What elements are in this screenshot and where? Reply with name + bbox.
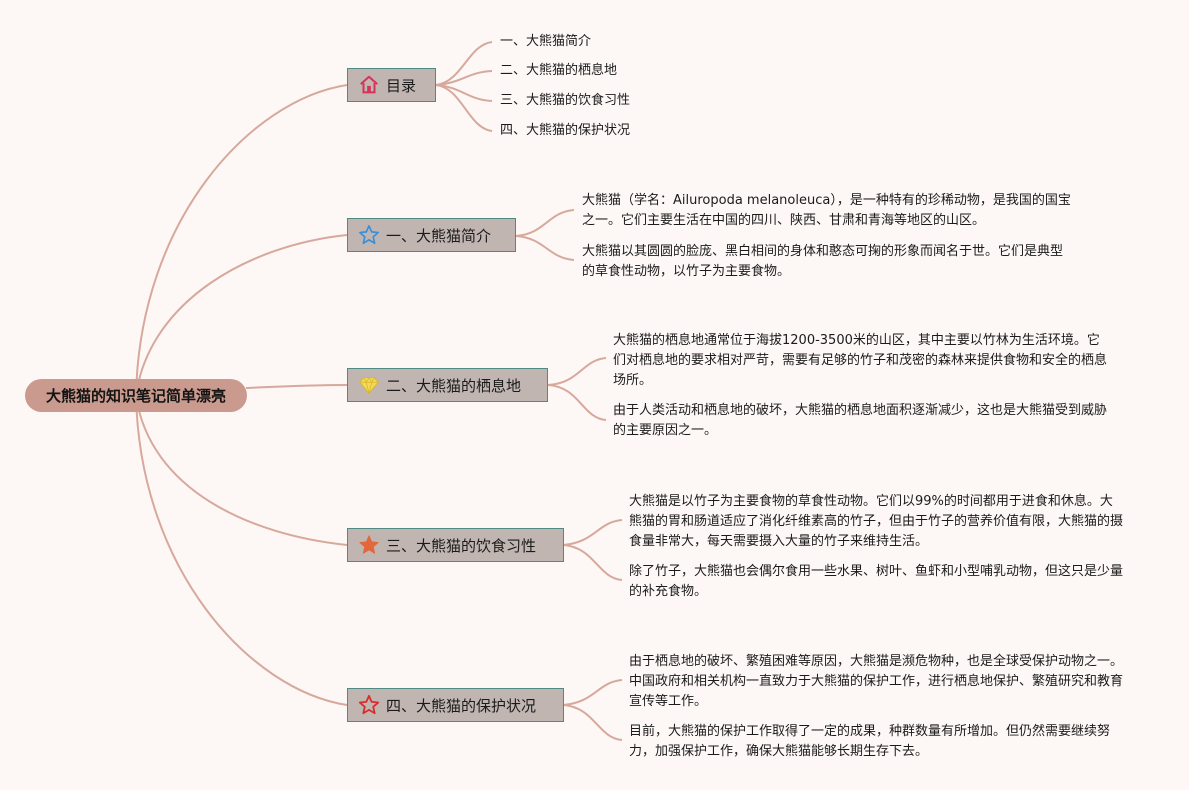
- connector-root-topic3: [135, 395, 348, 546]
- protection-paragraph: 目前，大熊猫的保护工作取得了一定的成果，种群数量有所增加。但仍然需要继续努力，加…: [629, 724, 1111, 759]
- connector-root-topic0: [135, 84, 348, 396]
- habitat-paragraph: 大熊猫的栖息地通常位于海拔1200-3500米的山区，其中主要以竹林为生活环境。…: [613, 333, 1108, 388]
- topic-introduction[interactable]: 一、大熊猫简介: [347, 218, 516, 252]
- root-topic-label: 大熊猫的知识笔记简单漂亮: [45, 387, 226, 405]
- topic-diet[interactable]: 三、大熊猫的饮食习性: [347, 528, 564, 562]
- star-outline-icon: [358, 224, 380, 246]
- toc-item[interactable]: 四、大熊猫的保护状况: [500, 123, 631, 138]
- topic-toc[interactable]: 目录: [347, 68, 436, 102]
- star-red-outline-icon: [358, 694, 380, 716]
- root-topic[interactable]: 大熊猫的知识笔记简单漂亮: [25, 379, 247, 412]
- toc-item[interactable]: 三、大熊猫的饮食习性: [500, 93, 631, 108]
- topic-label: 目录: [386, 76, 417, 95]
- toc-item[interactable]: 二、大熊猫的栖息地: [500, 63, 618, 78]
- diet-paragraph: 大熊猫是以竹子为主要食物的草食性动物。它们以99%的时间都用于进食和休息。大熊猫…: [629, 494, 1124, 549]
- house-icon: [358, 74, 380, 96]
- intro-paragraph: 大熊猫（学名：Ailuropoda melanoleuca），是一种特有的珍稀动…: [582, 193, 1071, 228]
- topic-label: 二、大熊猫的栖息地: [386, 376, 522, 395]
- toc-item[interactable]: 一、大熊猫简介: [500, 34, 592, 49]
- connector-root-topic4: [135, 395, 348, 706]
- topic-label: 一、大熊猫简介: [386, 226, 492, 245]
- topic-protection[interactable]: 四、大熊猫的保护状况: [347, 688, 564, 722]
- topic-label: 三、大熊猫的饮食习性: [386, 536, 537, 555]
- protection-paragraph: 由于栖息地的破坏、繁殖困难等原因，大熊猫是濒危物种，也是全球受保护动物之一。中国…: [629, 654, 1124, 709]
- diet-paragraph: 除了竹子，大熊猫也会偶尔食用一些水果、树叶、鱼虾和小型哺乳动物，但这只是少量的补…: [629, 564, 1124, 599]
- topic-label: 四、大熊猫的保护状况: [386, 696, 537, 715]
- intro-paragraph: 大熊猫以其圆圆的脸庞、黑白相间的身体和憨态可掬的形象而闻名于世。它们是典型的草食…: [582, 244, 1064, 279]
- diamond-icon: [358, 374, 380, 396]
- topic-habitat[interactable]: 二、大熊猫的栖息地: [347, 368, 548, 402]
- connector-root-topic2: [245, 384, 348, 389]
- habitat-paragraph: 由于人类活动和栖息地的破坏，大熊猫的栖息地面积逐渐减少，这也是大熊猫受到威胁的主…: [613, 403, 1108, 438]
- star-filled-icon: [358, 534, 380, 556]
- connector-root-topic1: [135, 234, 348, 396]
